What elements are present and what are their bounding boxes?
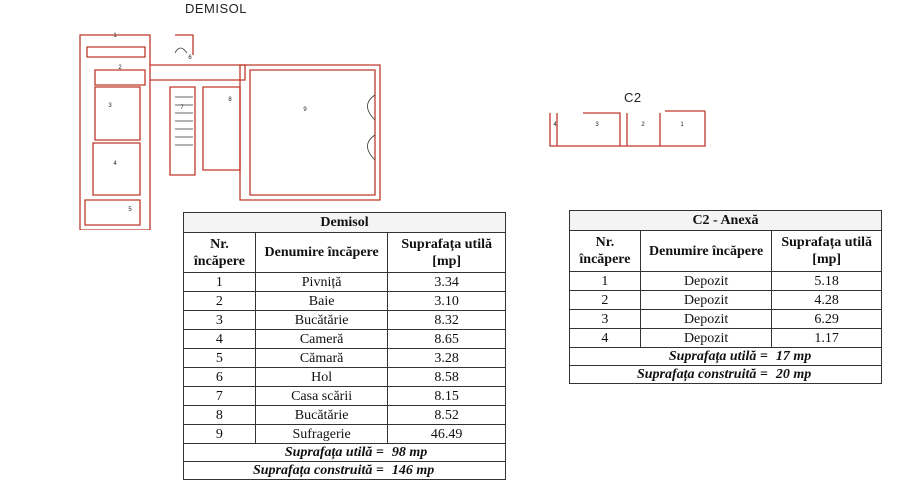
room-area: 8.65 — [387, 329, 506, 349]
useful-area-value: 98 mp — [387, 443, 506, 462]
room-area: 1.17 — [771, 328, 882, 348]
demisol-plan-title: DEMISOL — [185, 1, 248, 16]
room-number: 1 — [569, 271, 641, 291]
room-area: 3.10 — [387, 291, 506, 311]
room-number: 6 — [183, 367, 256, 387]
header-nr: Nr. încăpere — [183, 232, 256, 273]
demisol-floor-plan: 1 2 3 4 5 6 7 8 9 — [79, 33, 381, 230]
room-number: 3 — [183, 310, 256, 330]
room-number: 4 — [183, 329, 256, 349]
room-number-2: 2 — [118, 65, 122, 71]
room-number-6: 6 — [188, 55, 192, 61]
room-name: Sufragerie — [254, 424, 389, 444]
room-number-5: 5 — [128, 207, 132, 213]
room-number: 8 — [183, 405, 256, 425]
built-area-value: 146 mp — [387, 461, 506, 480]
room-number-8: 8 — [228, 97, 232, 103]
room-area: 3.34 — [387, 272, 506, 292]
room-number: 2 — [183, 291, 256, 311]
room-area: 4.28 — [771, 290, 882, 310]
built-area-label: Suprafața construită = — [568, 365, 772, 384]
room-area: 8.32 — [387, 310, 506, 330]
room-number: 4 — [569, 328, 641, 348]
room-area: 8.58 — [387, 367, 506, 387]
header-name: Denumire încăpere — [639, 230, 773, 272]
room-number: 7 — [183, 386, 256, 406]
room-number-9: 9 — [303, 107, 307, 113]
room-number-4: 4 — [113, 161, 117, 167]
room-name: Cămară — [254, 348, 389, 368]
c2-room-number-4: 4 — [553, 122, 557, 128]
c2-floor-plan: 4 3 2 1 — [549, 110, 706, 147]
room-name: Depozit — [639, 309, 773, 329]
room-area: 8.52 — [387, 405, 506, 425]
room-number: 5 — [183, 348, 256, 368]
built-area-label: Suprafața construită = — [182, 461, 388, 480]
room-area: 46.49 — [387, 424, 506, 444]
c2-room-number-3: 3 — [595, 122, 599, 128]
room-area: 3.28 — [387, 348, 506, 368]
useful-area-label: Suprafața utilă = — [568, 347, 772, 366]
room-number-1: 1 — [113, 33, 117, 39]
built-area-value: 20 mp — [771, 365, 882, 384]
header-area: Suprafața utilă [mp] — [387, 232, 506, 273]
room-number: 1 — [183, 272, 256, 292]
room-name: Casa scării — [254, 386, 389, 406]
room-number: 3 — [569, 309, 641, 329]
room-area: 6.29 — [771, 309, 882, 329]
c2-plan-title: C2 — [624, 90, 642, 105]
demisol-table: Demisol Nr. încăpere Denumire încăpere S… — [182, 212, 506, 480]
room-area: 8.15 — [387, 386, 506, 406]
c2-table-title: C2 - Anexă — [569, 210, 882, 231]
c2-room-number-2: 2 — [641, 122, 645, 128]
c2-room-number-1: 1 — [680, 122, 684, 128]
room-number: 2 — [569, 290, 641, 310]
header-name: Denumire încăpere — [254, 232, 389, 273]
useful-area-label: Suprafața utilă = — [182, 443, 388, 462]
room-name: Bucătărie — [254, 310, 389, 330]
room-name: Depozit — [639, 290, 773, 310]
room-number: 9 — [183, 424, 256, 444]
room-name: Hol — [254, 367, 389, 387]
c2-table: C2 - Anexă Nr. încăpere Denumire încăper… — [568, 210, 882, 384]
room-area: 5.18 — [771, 271, 882, 291]
room-number-7: 7 — [180, 105, 184, 111]
room-name: Depozit — [639, 328, 773, 348]
room-number-3: 3 — [108, 103, 112, 109]
header-nr: Nr. încăpere — [569, 230, 641, 272]
room-name: Bucătărie — [254, 405, 389, 425]
room-name: Pivniță — [254, 272, 389, 292]
useful-area-value: 17 mp — [771, 347, 882, 366]
header-area: Suprafața utilă [mp] — [771, 230, 882, 272]
room-name: Cameră — [254, 329, 389, 349]
room-name: Baie — [254, 291, 389, 311]
demisol-table-title: Demisol — [183, 212, 506, 233]
room-name: Depozit — [639, 271, 773, 291]
